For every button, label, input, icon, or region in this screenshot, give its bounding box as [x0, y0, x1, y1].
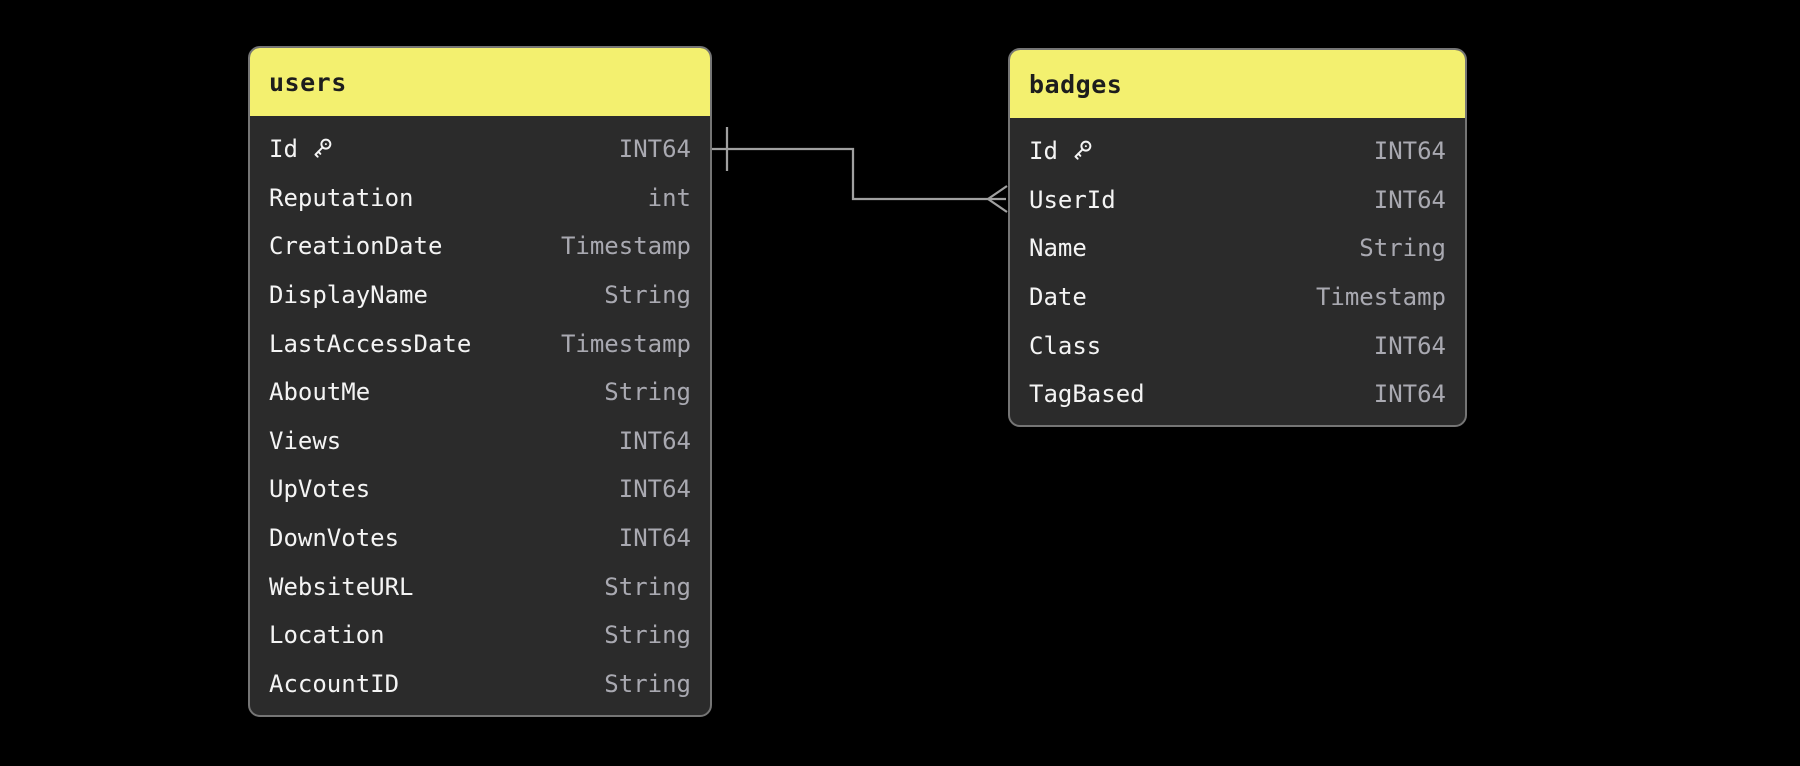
column-name-label: Views	[269, 426, 342, 455]
table-title: users	[269, 67, 347, 97]
table-row: CreationDate Timestamp	[250, 222, 710, 271]
column-name-label: Class	[1029, 331, 1102, 360]
table-row: WebsiteURL String	[250, 562, 710, 611]
column-name-label: UserId	[1029, 185, 1116, 214]
table-row: DisplayName String	[250, 271, 710, 320]
table-row: UserId INT64	[1010, 176, 1465, 225]
table-row: Name String	[1010, 224, 1465, 273]
table-row: Id INT64	[250, 125, 710, 174]
column-type: String	[1359, 234, 1446, 263]
column-name: DownVotes	[269, 524, 399, 552]
column-name-label: CreationDate	[269, 232, 443, 261]
cardinality-many-crowfoot	[987, 185, 1008, 213]
column-name-label: LastAccessDate	[269, 329, 472, 358]
column-name-label: Id	[269, 135, 298, 164]
column-type: String	[604, 669, 691, 698]
column-type: INT64	[1373, 380, 1446, 409]
table-title: badges	[1029, 69, 1123, 99]
column-name-label: AccountID	[269, 669, 400, 698]
column-name-label: Id	[1029, 137, 1058, 166]
column-type: Timestamp	[560, 329, 691, 358]
table-row: AboutMe String	[250, 368, 710, 417]
column-type: String	[604, 281, 691, 310]
column-type: INT64	[618, 475, 691, 504]
table-row: TagBased INT64	[1010, 370, 1465, 419]
column-name: AboutMe	[269, 378, 370, 406]
column-name: TagBased	[1029, 380, 1145, 408]
column-type: Timestamp	[560, 232, 691, 261]
key-icon	[314, 138, 332, 158]
column-name-label: Name	[1029, 234, 1087, 263]
column-type: INT64	[618, 524, 691, 553]
column-name-label: AboutMe	[269, 378, 371, 407]
table-row: Reputation int	[250, 174, 710, 223]
column-name: AccountID	[269, 670, 399, 698]
column-name-label: DisplayName	[269, 281, 428, 310]
column-name: Location	[269, 621, 385, 649]
column-name: DisplayName	[269, 281, 428, 309]
column-name: Id	[269, 135, 334, 163]
key-icon	[1074, 140, 1092, 160]
table-row: AccountID String	[250, 660, 710, 709]
column-name-label: Reputation	[269, 183, 414, 212]
column-name-label: UpVotes	[269, 475, 371, 504]
column-name: CreationDate	[269, 232, 442, 260]
column-type: String	[604, 378, 691, 407]
column-name: WebsiteURL	[269, 573, 414, 601]
column-name-label: WebsiteURL	[269, 572, 414, 601]
column-name: UserId	[1029, 186, 1116, 214]
table-row: Class INT64	[1010, 321, 1465, 370]
column-type: INT64	[1373, 331, 1446, 360]
column-type: Timestamp	[1315, 283, 1446, 312]
column-name-label: Location	[269, 621, 385, 650]
column-type: INT64	[1373, 137, 1446, 166]
column-name: Name	[1029, 234, 1087, 262]
column-type: String	[604, 621, 691, 650]
table-row: Date Timestamp	[1010, 273, 1465, 322]
table-row: Location String	[250, 611, 710, 660]
table-row: LastAccessDate Timestamp	[250, 319, 710, 368]
column-name: Class	[1029, 332, 1101, 360]
column-type: int	[647, 183, 691, 212]
column-type: String	[604, 572, 691, 601]
table-row: Id INT64	[1010, 127, 1465, 176]
table-row: Views INT64	[250, 417, 710, 466]
column-name: Date	[1029, 283, 1087, 311]
column-name: UpVotes	[269, 475, 370, 503]
column-name-label: Date	[1029, 283, 1087, 312]
column-name: LastAccessDate	[269, 330, 471, 358]
column-name-label: TagBased	[1029, 380, 1145, 409]
table-badges-header[interactable]: badges	[1010, 50, 1465, 118]
column-type: INT64	[618, 135, 691, 164]
relationship-line	[712, 147, 1006, 201]
table-users-header[interactable]: users	[250, 48, 710, 116]
column-name-label: DownVotes	[269, 524, 400, 553]
column-type: INT64	[618, 426, 691, 455]
column-name: Reputation	[269, 184, 414, 212]
table-row: UpVotes INT64	[250, 465, 710, 514]
column-type: INT64	[1373, 185, 1446, 214]
column-name: Views	[269, 427, 341, 455]
column-name: Id	[1029, 137, 1094, 165]
table-row: DownVotes INT64	[250, 514, 710, 563]
